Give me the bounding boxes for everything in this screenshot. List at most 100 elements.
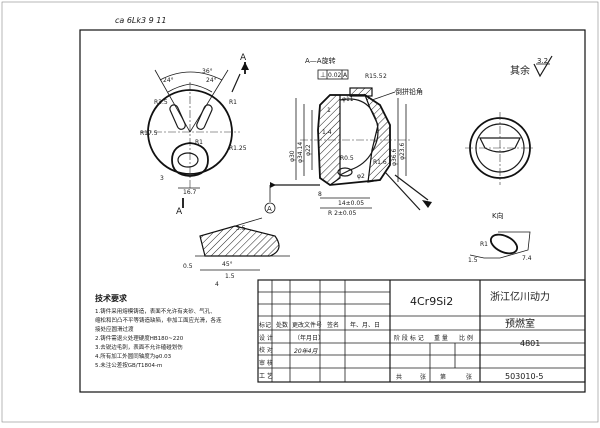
detail-dim-3: 45° — [222, 261, 233, 268]
k-view-dim-3: 7.4 — [522, 255, 532, 262]
front-dim-3: 3 — [160, 175, 164, 182]
tb-sheet-unit: 张 — [420, 373, 426, 381]
tb-row-check: 校 对 — [259, 346, 273, 354]
section-dim-d12: R1.6 — [373, 159, 387, 166]
section-leader-note: 倒拼铅角 — [395, 87, 423, 96]
tb-sheet-unit: 张 — [466, 373, 472, 381]
section-dim-d9: φ30 — [289, 150, 296, 162]
front-hole-right — [196, 104, 213, 130]
tech-item: 5.未注公差按GB/T1804-m — [95, 361, 162, 369]
tech-item: 接处应圆滑过渡 — [95, 325, 134, 333]
roughness-note: 其余 3.2 — [510, 55, 553, 78]
tech-item: 4.所有加工外圆同轴度为φ0.03 — [95, 352, 172, 360]
front-hole-left — [169, 104, 186, 130]
tech-item: 1.铸件采用熔模铸造，表面不允许有夹砂、气孔、 — [95, 307, 216, 315]
section-orifice — [337, 167, 353, 177]
section-title: A—A旋转 — [305, 56, 336, 65]
section-dim-d1: R15.5 — [365, 73, 383, 80]
tb-scale-label: 比 例 — [459, 334, 473, 342]
title-block: 标记 处数 更改文件号 签名 年、月、日 设 计 （年月日） 校 对 20年4月… — [257, 279, 586, 383]
datum-a-symbol — [264, 202, 276, 214]
tolerance-frame — [317, 69, 349, 80]
detail-dim-5: 4 — [215, 281, 219, 288]
detail-dim-4: 1.5 — [225, 273, 235, 280]
tb-header-date: 年、月、日 — [350, 321, 380, 329]
tb-material: 4Cr9Si2 — [410, 295, 453, 308]
section-cavity — [339, 98, 379, 176]
section-dim-d4: φ23.6 — [399, 143, 406, 161]
section-dim-d2: 2 — [383, 73, 387, 80]
tb-header-docno: 更改文件号 — [292, 321, 322, 329]
roughness-label: 其余 — [510, 64, 530, 77]
section-view: A—A旋转 ⊥ 0.02 A R15.5 2 φ30 φ34.14 φ22 φ3… — [264, 56, 432, 217]
tb-row-process: 工 艺 — [259, 372, 273, 380]
tb-company: 浙江亿川动力 — [490, 290, 550, 303]
tech-item: 3.去锐边毛刺，表面不允许磕碰划伤 — [95, 343, 183, 351]
front-radius-3: R1 — [229, 99, 237, 106]
tech-item: 2.铸件需退火处理硬度HB180~220 — [95, 334, 184, 342]
section-dim-d8: R0.5 — [340, 155, 354, 162]
k-view-ellipse — [489, 233, 519, 255]
datum-a-label: A — [267, 205, 272, 213]
section-dim-d3: φ22 — [305, 144, 312, 156]
k-view-dim-1: R1 — [480, 241, 488, 248]
front-angle-2: 24° — [206, 77, 217, 84]
front-radius-outer: R17.5 — [140, 130, 158, 137]
front-radius-2: R3.5 — [154, 99, 168, 106]
tech-item: 缩松和凹凸不平等铸造缺陷，非加工面应光滑，各连 — [95, 316, 222, 324]
tb-row-review: 审 核 — [259, 359, 273, 367]
front-angle-3: 36° — [202, 68, 213, 75]
detail-profile — [199, 225, 280, 257]
front-inner-ellipse — [177, 152, 199, 168]
tb-stage-label: 阶 段 标 记 — [394, 334, 424, 342]
tb-sign-date: 20年4月 — [294, 347, 318, 355]
front-angle-1: 24° — [163, 77, 174, 84]
k-view: K向 R1 1.5 7.4 — [468, 211, 532, 264]
tb-header-sign: 签名 — [327, 321, 339, 329]
tb-header-count: 处数 — [276, 321, 288, 329]
tech-title: 技术要求 — [95, 293, 128, 303]
tolerance-value: 0.02 — [328, 72, 342, 79]
inner-frame — [79, 29, 586, 393]
section-dim-d6: 1 — [327, 107, 331, 114]
detail-dim-2: 0.5 — [183, 263, 193, 270]
front-kidney-slot — [171, 142, 209, 177]
tolerance-symbol: ⊥ — [320, 71, 326, 79]
front-radius-4: R1.25 — [229, 145, 247, 152]
front-dim-16-7: 16.7 — [183, 189, 197, 196]
tb-code: 4801 — [520, 339, 540, 348]
drawing-number-handwritten: ca 6Lk3 9 11 — [115, 16, 166, 25]
roughness-value: 3.2 — [537, 57, 548, 65]
detail-dim-1: 3.5 — [236, 225, 246, 232]
section-dim-d15: φ36.6 — [391, 149, 398, 167]
k-view-label: K向 — [492, 211, 504, 220]
section-dim-d5: φ11 — [342, 96, 354, 103]
section-dim-d7: 1.4 — [322, 129, 332, 136]
side-view — [465, 112, 535, 185]
k-view-dim-2: 1.5 — [468, 257, 478, 264]
section-dim-d14: R 2±0.05 — [328, 210, 356, 217]
tb-part-name: 预燃室 — [505, 317, 535, 330]
front-dim-r1: R1 — [195, 139, 203, 146]
tech-requirements: 技术要求 1.铸件采用熔模铸造，表面不允许有夹砂、气孔、 缩松和凹凸不平等铸造缺… — [95, 293, 222, 369]
front-view: 24° 24° 36° R17.5 R3.5 R1 R1.25 R1 3 16.… — [140, 53, 249, 217]
tb-drawing-no: 503010-5 — [505, 372, 544, 381]
section-dim-d13: 8 — [318, 191, 322, 198]
tb-sheet-total: 共 — [396, 373, 402, 381]
tb-date-hint: （年月日） — [294, 334, 324, 342]
section-dim-d10: φ34.14 — [297, 142, 304, 163]
detail-view: 3.5 0.5 45° 1.5 4 — [183, 217, 290, 288]
tolerance-datum: A — [343, 72, 348, 79]
section-marker-bottom: A — [176, 207, 183, 217]
section-flange-top — [349, 87, 373, 97]
section-dim-d16: φ2 — [357, 173, 365, 180]
tb-header-mark: 标记 — [259, 321, 271, 329]
tb-sheet-current: 第 — [440, 373, 446, 381]
section-dim-d11: 14±0.05 — [338, 200, 364, 207]
tb-row-design: 设 计 — [259, 334, 273, 342]
section-marker-top: A — [240, 53, 247, 63]
tb-weight-label: 重 量 — [434, 334, 448, 342]
